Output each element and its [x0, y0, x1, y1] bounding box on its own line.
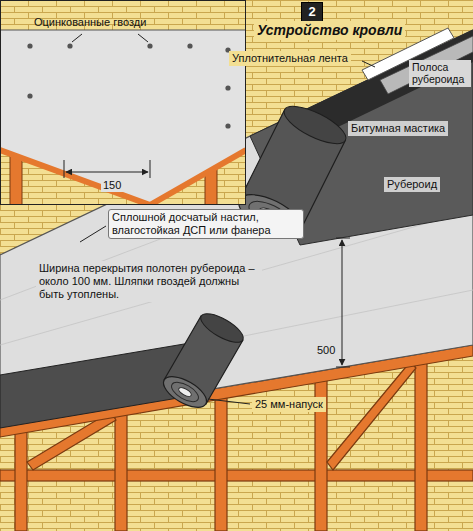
dimension-tick	[336, 238, 350, 239]
frame-post	[215, 386, 227, 531]
frame-post	[15, 420, 27, 531]
nail	[225, 85, 230, 90]
inset-deck	[0, 30, 246, 205]
roll-cap	[279, 99, 351, 151]
dimension-label: 25 мм-напуск	[252, 397, 326, 412]
frame-beam	[0, 470, 473, 481]
node-text: Оцинкованные гвозди	[32, 16, 148, 29]
part-label: Рубероид	[384, 177, 440, 192]
deck-board-line	[0, 210, 473, 345]
part-label: Уплотнительная лента	[229, 51, 351, 66]
nail	[187, 43, 192, 48]
part-label: Полоса рубероида	[409, 60, 471, 87]
inset-leaders	[64, 34, 150, 178]
dimension-line	[342, 240, 343, 365]
inset-frame: Оцинкованные гвозди 150	[0, 0, 246, 205]
leader-line	[80, 226, 106, 242]
roll-spiral	[169, 378, 202, 405]
part-label: Сплошной досчатый настил, влагостойкая Д…	[108, 209, 304, 239]
note-text: Ширина перекрытия полотен рубероида – ок…	[36, 261, 262, 302]
dimension-tick	[336, 367, 350, 368]
leader-line	[208, 399, 250, 404]
inset-wall	[0, 0, 246, 205]
dimension-line	[66, 172, 148, 173]
nail	[27, 93, 32, 98]
roofing-felt-lower	[0, 343, 190, 428]
node-text: 150	[101, 179, 123, 192]
part-label: Битумная мастика	[348, 121, 448, 136]
nail	[27, 43, 32, 48]
roll-core	[177, 386, 192, 398]
leader-line	[362, 61, 375, 67]
nails	[27, 43, 230, 128]
frame-post	[315, 369, 327, 531]
dimension-label: 500	[314, 343, 338, 358]
inset-illustration	[0, 0, 246, 205]
roll-cap	[197, 308, 248, 348]
figure-badge: 2	[301, 2, 323, 22]
nail	[147, 43, 152, 48]
node-text: 2	[306, 4, 317, 19]
nail	[225, 123, 230, 128]
frame-post	[415, 352, 427, 531]
diagram-title: Устройство кровли	[254, 21, 405, 40]
leader-line	[72, 34, 82, 42]
dimension-tick	[150, 160, 151, 178]
inset-fascia	[0, 150, 246, 205]
leader-line	[138, 34, 148, 42]
frame-post	[115, 403, 127, 531]
roll-end	[159, 370, 212, 413]
nail	[67, 43, 72, 48]
dimension-tick	[64, 160, 65, 178]
